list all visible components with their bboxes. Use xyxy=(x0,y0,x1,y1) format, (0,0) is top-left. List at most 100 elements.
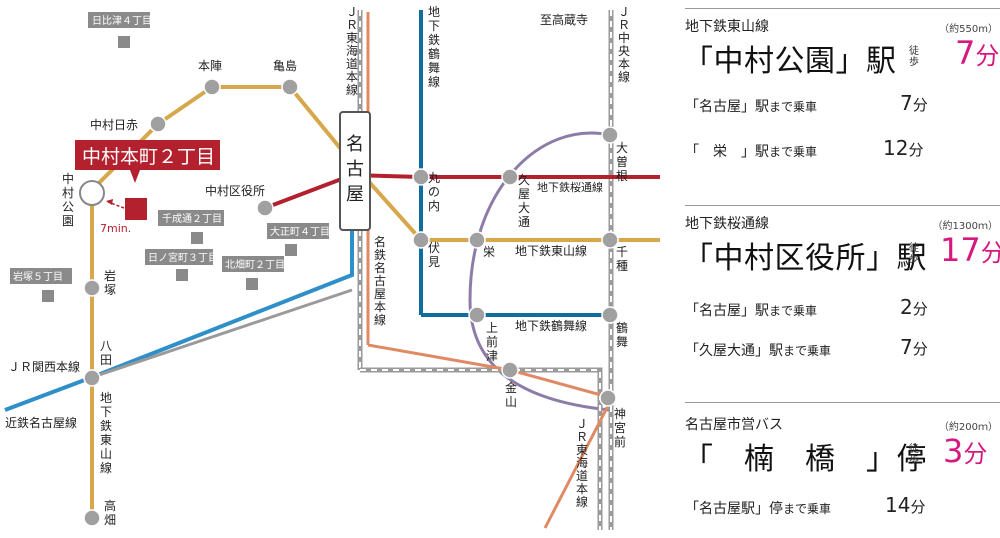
label-jingumae: 神宮前 xyxy=(614,407,626,449)
label-sakae: 栄 xyxy=(483,245,495,259)
station-dots xyxy=(83,78,619,527)
area-labels: 日比津４丁目 千成通２丁目 日ノ宮町３丁目 大正町４丁目 北畑町２丁目 岩塚５丁… xyxy=(10,12,330,302)
label-iwatsuka: 岩塚 xyxy=(104,268,116,297)
walk-minutes: 3分 xyxy=(943,432,987,470)
label-tsurumai-station: 鶴舞 xyxy=(616,320,628,349)
area-label-hinomiya: 日ノ宮町３丁目 xyxy=(148,251,218,264)
ride-dest: 「久屋大通」駅 xyxy=(685,343,783,359)
station-chikusa xyxy=(601,231,619,249)
station-ozone xyxy=(601,126,619,144)
label-hatta: 八田 xyxy=(100,339,112,367)
label-nakamura-kuyakusho: 中村区役所 xyxy=(205,183,265,198)
ride-minutes-unit: 分 xyxy=(908,141,924,159)
station-kanayama xyxy=(501,361,519,379)
ride-minutes-value: 7 xyxy=(900,335,913,359)
area-label-iwatsuka: 岩塚５丁目 xyxy=(13,270,63,283)
nagoya-station-box xyxy=(339,111,371,231)
station-name: 「 楠 橋 」停 xyxy=(683,442,927,477)
walk-label-text: 徒歩 xyxy=(909,243,919,265)
walk-minutes: 17分 xyxy=(940,231,1000,269)
nagoya-station-label: 名 古 屋 xyxy=(346,134,370,205)
access-block-sakuradori: 地下鉄桜通線 （約1300ｍ） 「中村区役所」駅 徒歩 17分 「名古屋」駅まで… xyxy=(683,205,1000,375)
label-jr-kansai: ＪＲ関西本線 xyxy=(8,359,80,374)
label-hisaya-odori: 久屋大通 xyxy=(518,173,530,229)
distance: （約550m） xyxy=(939,24,998,35)
divider xyxy=(685,8,1000,9)
walk-minutes: 7分 xyxy=(955,34,999,72)
walk-time-label: 7min. xyxy=(100,222,131,235)
station-fushimi xyxy=(412,231,430,249)
label-jr-chuo: ＪＲ中央本線 xyxy=(618,5,630,84)
ride-minutes-value: 14 xyxy=(885,493,911,517)
label-jr-tokaido-top: ＪＲ東海道本線 xyxy=(346,5,358,97)
walk-minutes-unit: 分 xyxy=(963,440,988,468)
ride-minutes: 14分 xyxy=(885,493,925,517)
station-marunouchi xyxy=(412,168,430,186)
ride-minutes-unit: 分 xyxy=(912,340,928,358)
station-nakamura-koen xyxy=(79,180,105,206)
label-higashiyama-vertical: 地下鉄東山線 xyxy=(100,391,112,475)
route-map: 名 古 屋 7min. 中村本町２丁目 日比津４丁目 千成通 xyxy=(4,5,660,530)
kansai-grey xyxy=(89,288,353,380)
vertical-labels: ＪＲ東海道本線地下鉄鶴舞線ＪＲ中央本線中村公園岩塚八田地下鉄東山線高畑丸の内伏見… xyxy=(62,5,630,527)
station-kamimaezu xyxy=(468,306,486,324)
label-honjin: 本陣 xyxy=(198,59,222,73)
station-name: 「中村区役所」駅 xyxy=(683,241,927,276)
ride-minutes: 2分 xyxy=(900,295,928,319)
label-chikusa: 千種 xyxy=(616,245,628,273)
walk-label-text: 徒歩 xyxy=(909,444,919,466)
label-direction: 至高蔵寺 xyxy=(540,12,588,27)
walk-minutes-unit: 分 xyxy=(975,42,1000,70)
ride-minutes: 7分 xyxy=(900,91,928,115)
ride-dest: 「 栄 」駅 xyxy=(685,144,769,160)
area-label-sennaridori: 千成通２丁目 xyxy=(162,213,222,225)
current-location-callout xyxy=(75,140,220,170)
label-kintetsu: 近鉄名古屋線 xyxy=(5,415,77,430)
area-label-hibitsu: 日比津４丁目 xyxy=(92,15,152,27)
meijo-line xyxy=(468,131,611,412)
ride-suffix: まで乗車 xyxy=(783,344,832,358)
map-labels: 本陣 亀島 中村日赤 中村区役所 至高蔵寺 ＪＲ関西本線 近鉄名古屋線 地下鉄桜… xyxy=(5,12,603,430)
station-sakae xyxy=(468,231,486,249)
line-name: 名古屋市営バス xyxy=(685,417,783,433)
ride-dest: 「名古屋」駅 xyxy=(685,303,769,319)
station-takabata xyxy=(83,509,101,527)
label-nakamura-koen: 中村公園 xyxy=(62,171,74,228)
station-jingumae xyxy=(599,389,617,407)
ride-minutes-value: 12 xyxy=(883,136,909,160)
walk-label: 徒歩 xyxy=(908,46,920,68)
ride-minutes-value: 7 xyxy=(900,91,913,115)
walk-minutes-value: 3 xyxy=(943,432,964,470)
walk-label: 徒歩 xyxy=(908,444,920,466)
label-nakamura-nisseki: 中村日赤 xyxy=(90,117,138,132)
walk-label-text: 徒歩 xyxy=(909,46,919,68)
walk-label: 徒歩 xyxy=(908,243,920,265)
access-block-bus: 名古屋市営バス （約200ｍ） 「 楠 橋 」停 徒歩 3分 「名古屋駅」停まで… xyxy=(683,402,1000,532)
label-jr-tokaido-bottom: ＪＲ東海道本線 xyxy=(576,417,588,509)
station-iwatsuka xyxy=(83,279,101,297)
station-honjin xyxy=(203,78,221,96)
label-kamimaezu: 上前津 xyxy=(486,321,498,363)
ride-dest: 「名古屋駅」停 xyxy=(685,501,783,517)
ride-row: 「名古屋駅」停まで乗車 14分 xyxy=(685,493,925,518)
label-tsurumai: 地下鉄鶴舞線 xyxy=(515,318,587,333)
distance: （約1300ｍ） xyxy=(932,221,998,232)
ride-minutes-unit: 分 xyxy=(912,96,928,114)
meitetsu-line-south xyxy=(367,343,615,529)
label-chikatetsu-tsurumai-top: 地下鉄鶴舞線 xyxy=(428,5,440,89)
station-name: 「中村公園」駅 xyxy=(683,44,897,79)
walk-arrow-head xyxy=(106,199,113,205)
ride-suffix: まで乗車 xyxy=(783,502,832,516)
walk-minutes-value: 7 xyxy=(955,34,976,72)
ride-minutes-unit: 分 xyxy=(912,300,928,318)
station-hisaya-odori xyxy=(501,168,519,186)
label-marunouchi: 丸の内 xyxy=(428,171,440,213)
label-ozone: 大曽根 xyxy=(616,141,628,183)
divider xyxy=(685,402,1000,403)
label-sakuradori: 地下鉄桜通線 xyxy=(537,180,603,194)
label-meitetsu: 名鉄名古屋本線 xyxy=(374,234,386,327)
station-tsurumai xyxy=(601,306,619,324)
